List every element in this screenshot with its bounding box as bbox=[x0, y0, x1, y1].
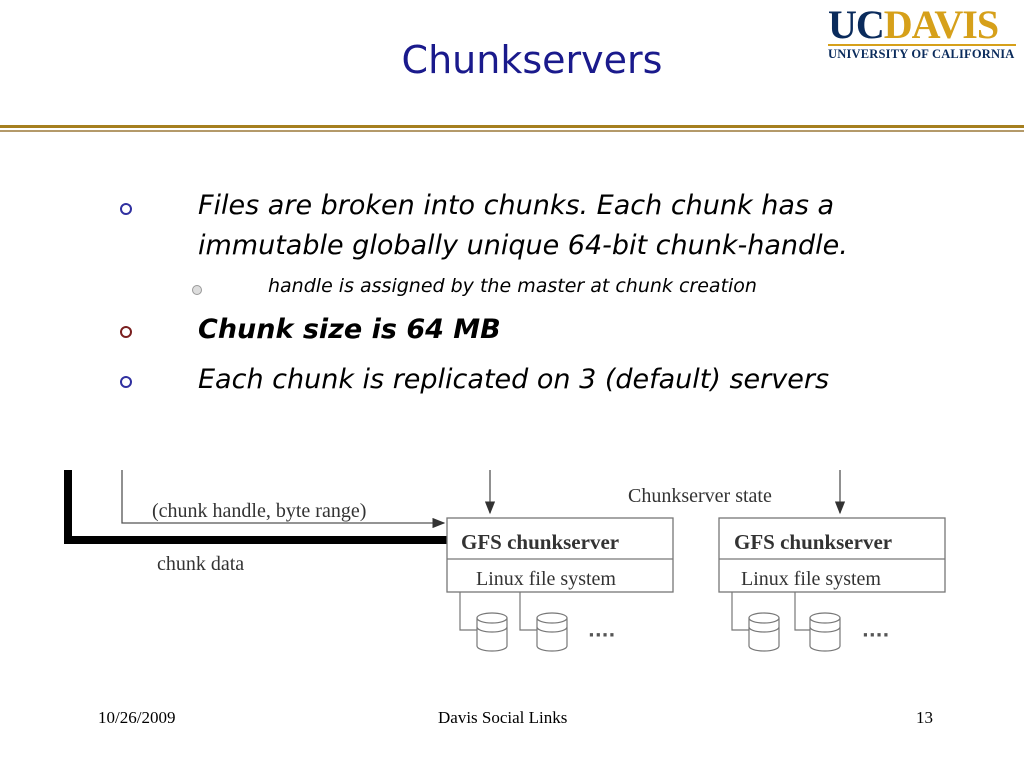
chunkserver-title: GFS chunkserver bbox=[461, 530, 619, 554]
bullet-circle-icon bbox=[120, 376, 132, 388]
request-label: (chunk handle, byte range) bbox=[152, 500, 366, 522]
chunk-data-label: chunk data bbox=[157, 553, 244, 575]
bullet-text: Chunk size is 64 MB bbox=[198, 314, 501, 345]
uc-davis-logo: UCDAVIS UNIVERSITY OF CALIFORNIA bbox=[828, 5, 1018, 62]
file-system-label: Linux file system bbox=[741, 568, 881, 590]
chunkserver-title: GFS chunkserver bbox=[734, 530, 892, 554]
gfs-diagram: (chunk handle, byte range) chunk data Ch… bbox=[64, 470, 946, 652]
bullet-circle-icon bbox=[120, 203, 132, 215]
disk-icon bbox=[809, 612, 841, 652]
page-number: 13 bbox=[916, 708, 933, 727]
disk-connector bbox=[794, 592, 811, 631]
footer-date: 10/26/2009 bbox=[98, 708, 176, 727]
logo-wordmark: UCDAVIS bbox=[828, 5, 1018, 45]
chunkserver-box-left: GFS chunkserver Linux file system bbox=[446, 517, 674, 593]
footer-center: Davis Social Links bbox=[438, 708, 568, 727]
bullet-line: immutable globally unique 64-bit chunk-h… bbox=[198, 230, 848, 261]
slide-title: Chunkservers bbox=[401, 38, 663, 82]
disk-icon bbox=[476, 612, 508, 652]
bullet-text: Each chunk is replicated on 3 (default) … bbox=[198, 364, 830, 395]
chunk-data-line bbox=[64, 470, 448, 544]
sub-bullet-dot-icon bbox=[192, 285, 202, 295]
disk-connector bbox=[459, 592, 478, 631]
title-divider-thin bbox=[0, 130, 1024, 132]
bullet-line: Files are broken into chunks. Each chunk… bbox=[198, 190, 835, 221]
more-disks-ellipsis: ···· bbox=[588, 625, 615, 646]
file-system-label: Linux file system bbox=[476, 568, 616, 590]
bullet-circle-icon bbox=[120, 326, 132, 338]
more-disks-ellipsis: ···· bbox=[862, 625, 889, 646]
request-arrow bbox=[121, 470, 446, 529]
title-divider bbox=[0, 125, 1024, 128]
logo-davis: DAVIS bbox=[883, 2, 999, 47]
chunkserver-state-label: Chunkserver state bbox=[628, 485, 772, 507]
sub-bullet-text: handle is assigned by the master at chun… bbox=[268, 275, 757, 297]
disk-connector bbox=[519, 592, 538, 631]
disk-connector bbox=[731, 592, 750, 631]
disk-icon bbox=[536, 612, 568, 652]
logo-subtitle: UNIVERSITY OF CALIFORNIA bbox=[828, 44, 1016, 62]
logo-uc: UC bbox=[828, 2, 885, 47]
chunkserver-box-right: GFS chunkserver Linux file system bbox=[718, 517, 946, 593]
disk-icon bbox=[748, 612, 780, 652]
bullet-text: Files are broken into chunks. Each chunk… bbox=[198, 186, 978, 266]
